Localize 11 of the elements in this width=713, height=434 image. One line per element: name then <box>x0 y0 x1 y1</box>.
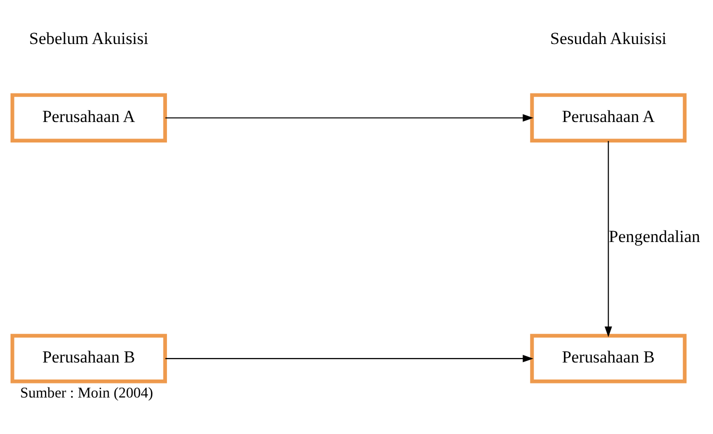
node-box: Perusahaan A <box>10 93 167 142</box>
node-box: Perusahaan A <box>530 93 687 142</box>
arrow <box>604 140 612 338</box>
label: Sesudah Akuisisi <box>550 28 667 48</box>
node-box: Perusahaan B <box>530 334 687 384</box>
caption: Sumber : Moin (2004) <box>20 385 154 402</box>
edge-label: Pengendalian <box>608 227 700 246</box>
label: Sebelum Akuisisi <box>29 28 148 48</box>
node-box: Perusahaan B <box>10 334 167 384</box>
arrow <box>165 354 534 362</box>
arrow <box>165 114 534 122</box>
